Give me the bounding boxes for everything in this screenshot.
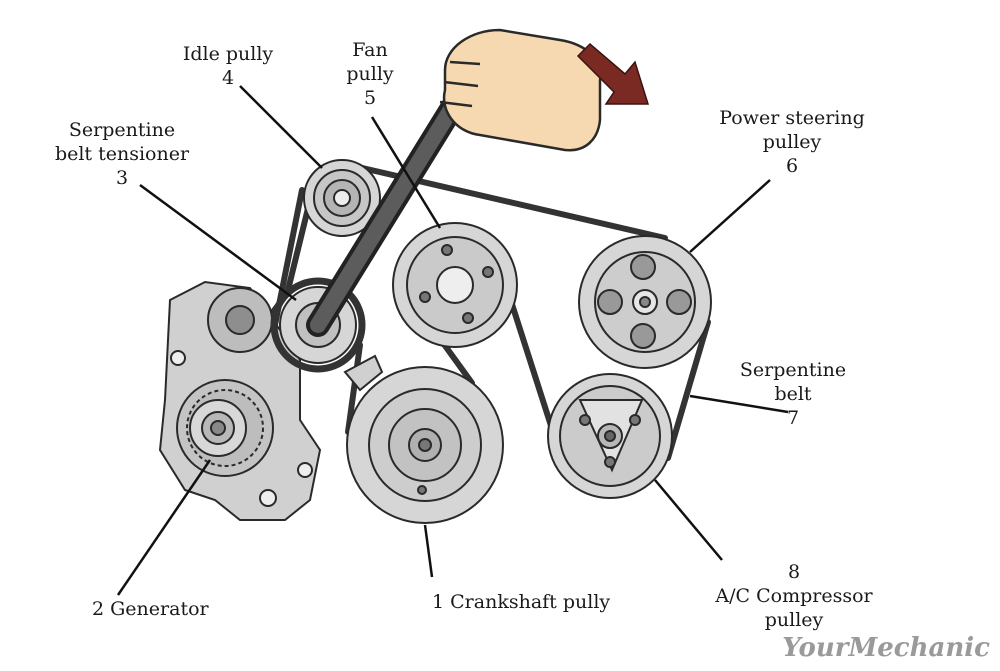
label-crankshaft: 1 Crankshaft pully: [432, 591, 611, 613]
label-power-steering-num: 6: [785, 155, 799, 177]
generator-pulley: [189, 399, 247, 457]
label-ac-compressor: 8 A/C Compressor pulley: [715, 560, 872, 632]
fan-pulley: [392, 222, 518, 348]
label-power-steering: Power steering pulley 6: [719, 106, 865, 178]
label-belt-line1: Serpentine: [739, 359, 847, 381]
label-idle-pulley: Idle pully 4: [183, 42, 273, 90]
label-fan-pulley: Fan pully 5: [346, 38, 393, 110]
label-fan-line2: pully: [346, 63, 394, 85]
label-tensioner-num: 3: [115, 167, 129, 189]
label-belt-num: 7: [786, 407, 800, 429]
crankshaft-pulley: [343, 354, 504, 524]
label-power-steering-line2: pulley: [762, 131, 822, 153]
leader-lines: [116, 85, 789, 596]
label-idle-name: Idle pully: [182, 43, 274, 65]
label-ac-line2: pulley: [764, 609, 824, 631]
idle-pulley: [303, 159, 381, 237]
watermark-logo: YourMechanic: [782, 633, 990, 663]
label-belt-line2: belt: [774, 383, 812, 405]
hand-icon: [439, 28, 603, 152]
label-generator: 2 Generator: [92, 598, 209, 620]
ac-compressor-pulley: [547, 373, 673, 499]
label-idle-num: 4: [221, 67, 235, 89]
label-tensioner: Serpentine belt tensioner 3: [55, 118, 189, 190]
power-steering-pulley: [578, 235, 712, 369]
label-fan-line1: Fan: [352, 39, 388, 61]
label-ac-num: 8: [787, 561, 801, 583]
breaker-bar: [306, 83, 472, 337]
label-tensioner-line1: Serpentine: [68, 119, 176, 141]
label-ac-line1: A/C Compressor: [715, 585, 873, 607]
label-fan-num: 5: [363, 87, 377, 109]
label-tensioner-line2: belt tensioner: [54, 143, 190, 165]
label-power-steering-line1: Power steering: [719, 107, 865, 129]
arrow-down-right-icon: [576, 42, 650, 105]
label-serpentine-belt: Serpentine belt 7: [740, 358, 846, 430]
